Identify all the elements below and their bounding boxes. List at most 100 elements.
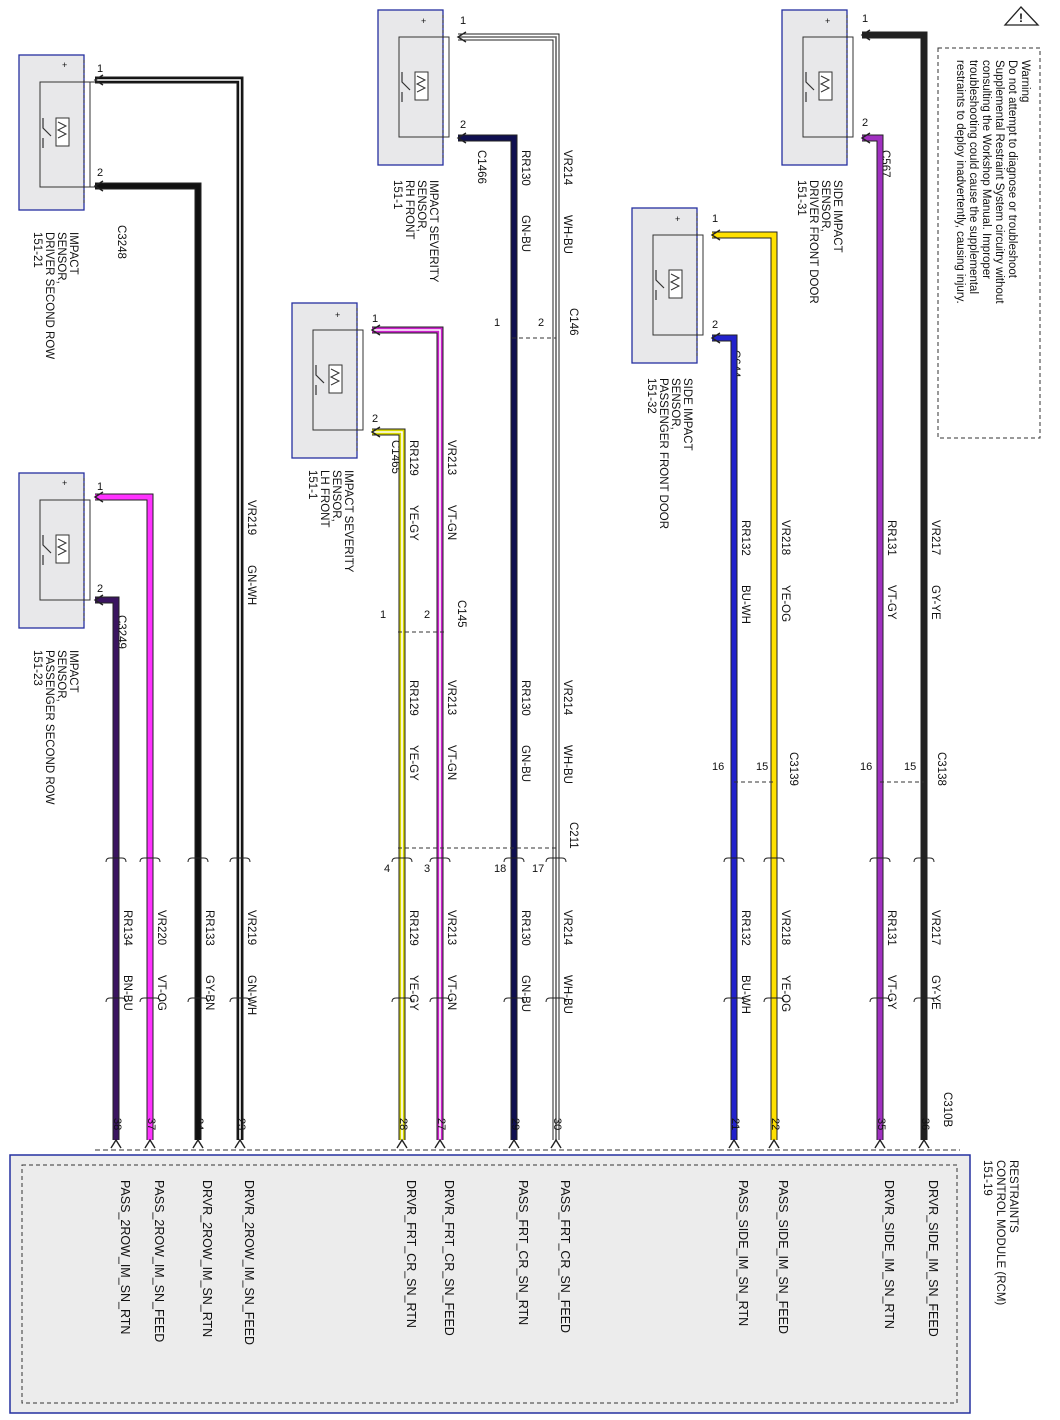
- wire-color-label: GN-BU: [519, 975, 531, 1012]
- rcm-pin-arrow: [234, 1138, 246, 1149]
- wire-color-label: VT-GN: [445, 975, 457, 1010]
- wire-circuit-label: RR134: [121, 910, 133, 946]
- wire-rr134-stripe: [95, 599, 117, 1140]
- wire-vr213: [372, 327, 443, 1140]
- rcm-pin-number: 21: [729, 1118, 741, 1130]
- pin-label: 15: [756, 761, 768, 773]
- svg-text:SENSOR,: SENSOR,: [330, 470, 342, 522]
- wire-circuit-label: RR133: [203, 910, 215, 946]
- wire-circuit-label: VR217: [929, 910, 941, 945]
- sensor-passenger-front-door-name: SIDE IMPACT SENSOR, PASSENGER FRONT DOOR…: [645, 378, 693, 529]
- wire-vr220-outline: [95, 493, 154, 1140]
- wire-color-label: GN-BU: [519, 745, 531, 782]
- rcm-pin-arrow: [918, 1138, 930, 1149]
- wire-vr220: [95, 494, 153, 1140]
- sensor-pin-arrow: [93, 491, 104, 503]
- svg-text:SENSOR,: SENSOR,: [669, 378, 681, 430]
- svg-text:C1465: C1465: [389, 440, 401, 474]
- wire-rr130-outline: [458, 134, 518, 1140]
- wire-circuit-label: RR130: [519, 150, 531, 186]
- pin-label: 2: [538, 317, 544, 329]
- wire-rr130: [458, 135, 517, 1140]
- rcm-signal-name: DRVR_SIDE_IM_SN_FEED: [926, 1180, 940, 1337]
- wire-color-label: BU-WH: [739, 585, 751, 624]
- wire-rr129: [372, 429, 405, 1140]
- wire-color-label: BN-BU: [121, 975, 133, 1011]
- wire-tick: [763, 857, 785, 863]
- wire-rr132-outline: [712, 334, 738, 1140]
- svg-text:!: !: [1019, 11, 1023, 25]
- wire-circuit-label: VR213: [445, 680, 457, 715]
- sensor-rh-front-name: IMPACT SEVERITY SENSOR, RH FRONT 151-1: [391, 180, 439, 283]
- sensor-pin-arrow: [456, 132, 467, 144]
- pin-label: 1: [380, 609, 386, 621]
- wire-color-label: YE-GY: [407, 745, 419, 781]
- rcm-pin-arrow: [396, 1138, 408, 1149]
- wire-color-label: GY-YE: [929, 975, 941, 1010]
- wire-tick: [139, 997, 161, 1003]
- svg-text:DRIVER SECOND ROW: DRIVER SECOND ROW: [43, 232, 55, 359]
- svg-text:SIDE IMPACT: SIDE IMPACT: [681, 378, 693, 451]
- wire-color-label: BU-WH: [739, 975, 751, 1014]
- wire-tick: [723, 857, 745, 863]
- wire-vr214-outline: [458, 33, 560, 1140]
- wire-tick: [187, 997, 209, 1003]
- rcm-pin-arrow: [144, 1138, 156, 1149]
- sensor-pin-arrow: [370, 426, 381, 438]
- wire-tick: [429, 857, 451, 863]
- rcm-pin-number: 23: [235, 1118, 247, 1130]
- sensor-driver-front-door-name: SIDE IMPACT SENSOR, DRIVER FRONT DOOR 15…: [795, 180, 843, 304]
- sensor-driver-second-row-name: IMPACT SENSOR, DRIVER SECOND ROW 151-21: [31, 232, 79, 359]
- pin-label: 4: [384, 863, 390, 875]
- sensor-passenger-front-door: +: [631, 207, 704, 364]
- wire-tick: [105, 857, 127, 863]
- sensor-pin-arrow: [710, 229, 721, 241]
- sensor-pin-arrow: [93, 594, 104, 606]
- svg-text:+: +: [825, 16, 830, 26]
- pin-label: 2: [862, 117, 868, 129]
- wire-circuit-label: VR213: [445, 440, 457, 475]
- pin-label: 1: [372, 313, 378, 325]
- svg-text:SENSOR,: SENSOR,: [55, 650, 67, 702]
- connector-label: C3138: [935, 752, 947, 786]
- rcm-pin-arrow: [508, 1138, 520, 1149]
- warning-text: Warning Do not attempt to diagnose or tr…: [954, 60, 1031, 304]
- wire-color-label: VT-GN: [445, 505, 457, 540]
- svg-text:C3248: C3248: [115, 225, 127, 259]
- wire-tick: [229, 997, 251, 1003]
- pin-label: 17: [532, 863, 544, 875]
- rcm-signal-name: PASS_SIDE_IM_SN_FEED: [776, 1180, 790, 1334]
- wire-tick: [187, 857, 209, 863]
- rcm-pin-arrow: [192, 1138, 204, 1149]
- wire-color-label: GY-BN: [203, 975, 215, 1010]
- wire-rr130-stripe: [458, 137, 515, 1140]
- rcm-signal-name: PASS_FRT_CR_SN_RTN: [516, 1180, 530, 1325]
- sensor-passenger-second-row: +: [18, 472, 91, 629]
- wire-tick: [429, 997, 451, 1003]
- wire-color-label: GY-YE: [929, 585, 941, 620]
- wire-color-label: GN-WH: [245, 975, 257, 1015]
- wire-tick: [869, 997, 891, 1003]
- rcm-pin-number: 28: [397, 1118, 409, 1130]
- rcm-pin-number: 35: [875, 1118, 887, 1130]
- wire-tick: [503, 857, 525, 863]
- wire-color-label: WH-BU: [561, 975, 573, 1014]
- sensor-pin-arrow: [370, 324, 381, 336]
- svg-text:+: +: [62, 478, 67, 488]
- pin-label: 2: [372, 413, 378, 425]
- pin-label: 1: [97, 63, 103, 75]
- wire-rr129-outline: [372, 428, 406, 1140]
- rcm-signal-name: DRVR_FRT_CR_SN_RTN: [404, 1180, 418, 1328]
- svg-text:151-1: 151-1: [391, 180, 403, 209]
- wire-circuit-label: RR129: [407, 440, 419, 476]
- wire-vr214: [458, 34, 559, 1140]
- sensor-lh-front-conn: C1465: [389, 440, 401, 474]
- pin-label: 15: [904, 761, 916, 773]
- wire-rr131-outline: [862, 134, 884, 1140]
- sensor-pin-arrow: [93, 180, 104, 192]
- rcm-pin-number: 30: [551, 1118, 563, 1130]
- wire-color-label: VT-GY: [885, 585, 897, 620]
- wire-tick: [869, 857, 891, 863]
- wire-labels: VR219GN-WHVR219GN-WH23DRVR_2ROW_IM_SN_FE…: [111, 150, 941, 1345]
